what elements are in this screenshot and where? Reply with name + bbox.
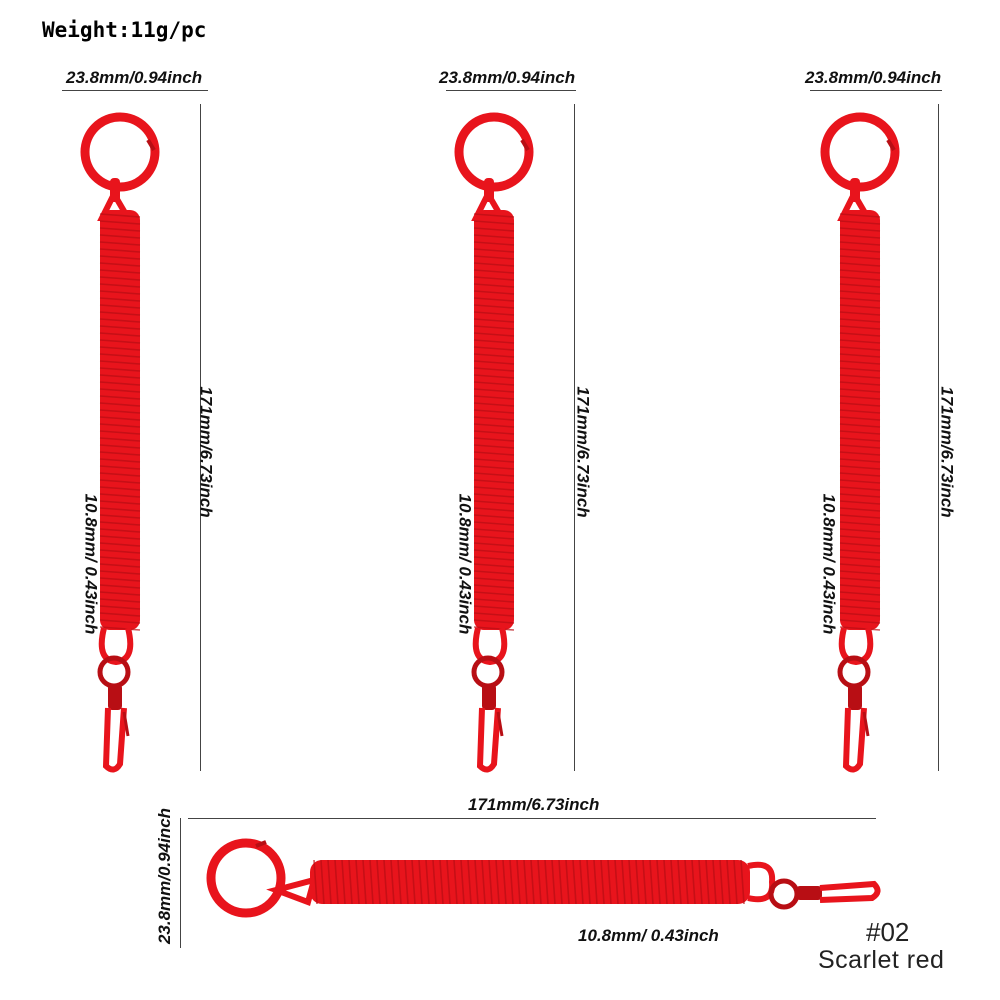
length-label-horizontal: 171mm/6.73inch: [468, 795, 600, 814]
width-label-1: 23.8mm/0.94inch: [66, 68, 203, 87]
product-code: #02: [866, 917, 910, 947]
length-label-3: 171mm/6.73inch: [937, 386, 957, 518]
length-line-horizontal: [188, 818, 876, 819]
keychain-vertical-2: [454, 112, 534, 773]
product-color-name: Scarlet red: [818, 946, 945, 974]
length-line-3: [938, 104, 939, 771]
diameter-label-horizontal: 10.8mm/ 0.43inch: [578, 926, 719, 945]
width-line-3: [810, 90, 942, 91]
width-label-2: 23.8mm/0.94inch: [439, 68, 576, 87]
length-line-2: [574, 104, 575, 771]
diameter-label-3: 10.8mm/ 0.43inch: [819, 493, 839, 635]
width-line-horizontal: [180, 818, 181, 948]
width-line-2: [446, 90, 576, 91]
keychain-horizontal: [206, 838, 881, 918]
width-label-3: 23.8mm/0.94inch: [805, 68, 942, 87]
width-line-1: [62, 90, 208, 91]
length-line-1: [200, 104, 201, 771]
keychain-vertical-3: [820, 112, 900, 773]
width-label-horizontal: 23.8mm/0.94inch: [155, 807, 175, 945]
length-label-2: 171mm/6.73inch: [573, 386, 593, 518]
diameter-label-2: 10.8mm/ 0.43inch: [455, 493, 475, 635]
weight-label: Weight:11g/pc: [42, 18, 207, 42]
keychain-vertical-1: [80, 112, 160, 773]
